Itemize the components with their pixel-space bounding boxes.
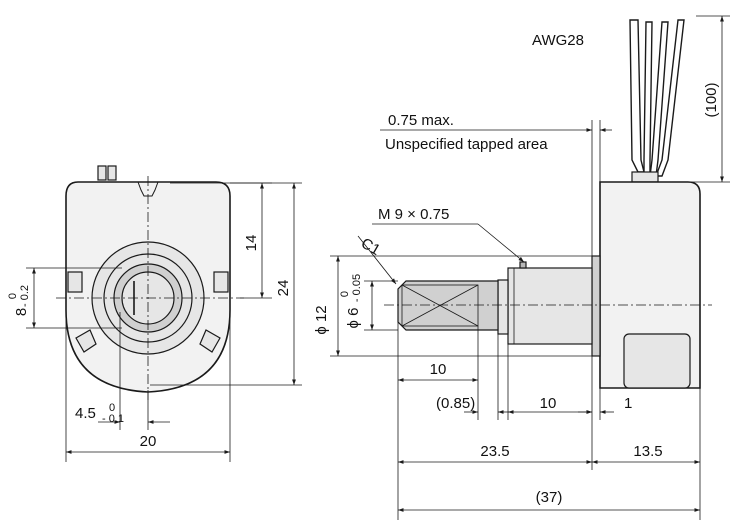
dim-4-5-tol-lower: - 0.1: [102, 413, 124, 425]
dim-14: 14: [243, 235, 260, 252]
front-terminal-left: [97, 165, 107, 181]
side-flange: [591, 255, 601, 357]
front-clip-right: [199, 329, 221, 353]
dim-10-bushing: 10: [540, 395, 557, 412]
dim-8-tol-lower: - 0.2: [19, 285, 31, 307]
dim-8: 8: [13, 308, 30, 316]
dim-0-85: (0.85): [436, 395, 475, 412]
dim-phi-12: ϕ 12: [313, 305, 330, 334]
dim-10-shaft: 10: [430, 361, 447, 378]
dim-8-tol-upper: 0: [7, 293, 19, 299]
lead-wire-2: [643, 21, 653, 177]
dim-1: 1: [624, 395, 632, 412]
chamfer-label: C1: [358, 235, 383, 259]
dim-23-5: 23.5: [480, 443, 509, 460]
wire-gauge-label: AWG28: [532, 32, 584, 49]
front-side-tab-right: [213, 271, 229, 293]
front-terminal-right: [107, 165, 117, 181]
dim-4-5: 4.5: [75, 405, 96, 422]
dim-phi-6-tol-lower: - 0.05: [351, 274, 363, 302]
lead-wire-boot: [631, 171, 659, 183]
dim-24: 24: [275, 280, 292, 297]
side-shaft-flat-cross-2: [401, 284, 479, 327]
dim-100: (100): [703, 82, 720, 117]
tap-depth-label: 0.75 max.: [388, 112, 454, 129]
front-clip-left: [75, 329, 97, 353]
side-shaft: [397, 280, 499, 331]
lead-wire-1: [629, 19, 645, 173]
front-side-tab-left: [67, 271, 83, 293]
dim-4-5-tol-upper: 0: [109, 402, 115, 414]
side-annotations: AWG28 (100) 0.75 max. Unspecified tapped…: [313, 15, 730, 520]
dim-37: (37): [536, 489, 563, 506]
side-bushing-step: [497, 279, 509, 335]
side-view: [384, 19, 712, 389]
dim-13-5: 13.5: [633, 443, 662, 460]
dim-phi-6-tol-upper: 0: [339, 291, 351, 297]
side-housing-block: [623, 333, 691, 389]
thread-label: M 9 × 0.75: [378, 206, 449, 223]
dim-20: 20: [140, 433, 157, 450]
tap-note-label: Unspecified tapped area: [385, 136, 548, 153]
lead-wire-4: [654, 19, 685, 177]
side-shaft-flat: [401, 284, 479, 327]
side-bushing: [507, 267, 593, 345]
front-dimensions: 14 24 8 0 - 0.2 4.5 0 - 0.1 20: [7, 182, 302, 462]
dim-phi-6: ϕ 6: [345, 308, 362, 329]
front-view: [56, 165, 244, 400]
side-bushing-mark: [519, 261, 527, 269]
